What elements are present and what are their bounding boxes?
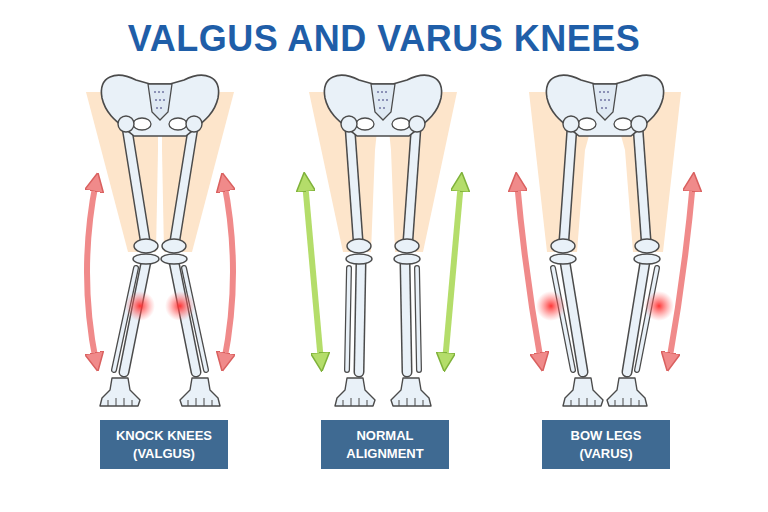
varus-figure xyxy=(517,75,693,406)
label-text: NORMAL ALIGNMENT xyxy=(333,427,437,462)
label-box: NORMAL ALIGNMENT xyxy=(321,420,449,469)
diagram-title: VALGUS AND VARUS KNEES xyxy=(0,18,768,60)
valgus-figure xyxy=(86,75,234,406)
label-text: BOW LEGS (VARUS) xyxy=(554,427,658,462)
label-text: KNOCK KNEES (VALGUS) xyxy=(112,427,216,462)
label-box: BOW LEGS (VARUS) xyxy=(542,420,670,469)
normal-figure xyxy=(305,75,461,406)
label-box: KNOCK KNEES (VALGUS) xyxy=(100,420,228,469)
